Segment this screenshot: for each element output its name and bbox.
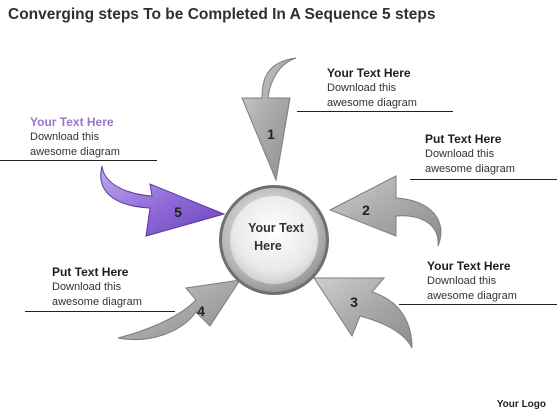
callout-line: awesome diagram — [327, 97, 417, 109]
callout-rule — [0, 160, 157, 161]
callout-step-1: Your Text Here Download this awesome dia… — [297, 65, 467, 112]
callout-line: awesome diagram — [30, 146, 120, 158]
callout-rule — [399, 304, 557, 305]
callout-rule — [410, 179, 557, 180]
callout-line: awesome diagram — [425, 163, 515, 175]
callout-step-3: Your Text Here Download this awesome dia… — [399, 258, 557, 305]
center-text-line1: Your Text — [248, 221, 305, 235]
arrow-step-3 — [313, 277, 413, 349]
arrow-step-1 — [241, 57, 297, 182]
callout-line: Download this — [425, 148, 495, 160]
callout-line: awesome diagram — [52, 296, 142, 308]
callout-step-4: Put Text Here Download this awesome diag… — [25, 264, 182, 312]
callout-step-2: Put Text Here Download this awesome diag… — [410, 131, 557, 180]
center-circle — [219, 185, 329, 295]
step-number-1: 1 — [267, 126, 275, 142]
callout-line: Download this — [327, 82, 397, 94]
callout-heading: Your Text Here — [327, 66, 411, 80]
callout-line: Download this — [427, 275, 497, 287]
arrow-step-5 — [100, 165, 226, 237]
callout-heading: Put Text Here — [425, 132, 502, 146]
callout-line: Download this — [52, 281, 122, 293]
step-number-2: 2 — [362, 202, 370, 218]
step-number-3: 3 — [350, 294, 358, 310]
callout-rule — [297, 111, 453, 112]
callout-heading: Your Text Here — [30, 115, 114, 129]
logo-text: Your Logo — [496, 399, 546, 410]
callout-heading: Put Text Here — [52, 265, 129, 279]
callout-step-5: Your Text Here Download this awesome dia… — [0, 114, 170, 161]
callout-line: awesome diagram — [427, 290, 517, 302]
page-title: Converging steps To be Completed In A Se… — [8, 6, 436, 23]
callout-heading: Your Text Here — [427, 259, 511, 273]
arrow-step-2 — [328, 175, 442, 247]
callout-rule — [25, 311, 175, 312]
step-number-4: 4 — [197, 303, 205, 319]
step-number-5: 5 — [174, 204, 182, 220]
callout-line: Download this — [30, 131, 100, 143]
center-text-line2: Here — [254, 239, 282, 253]
